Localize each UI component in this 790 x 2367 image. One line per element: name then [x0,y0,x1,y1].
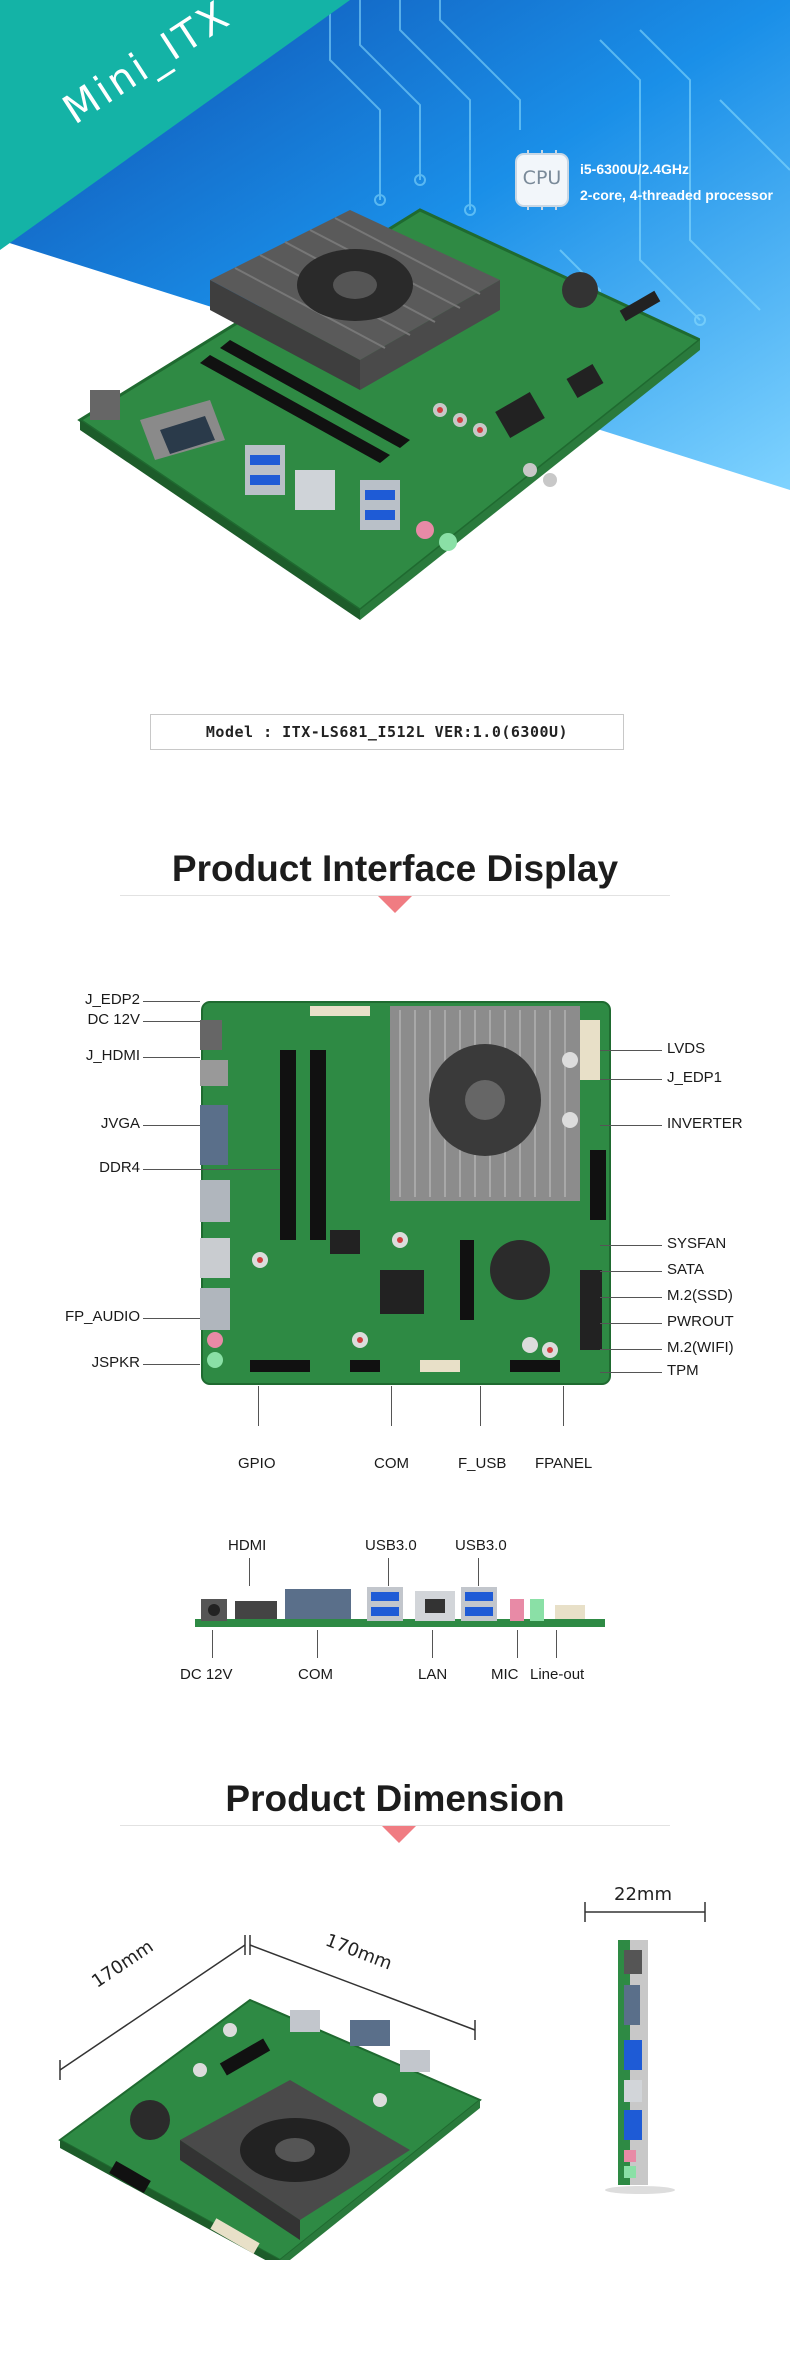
label-com: COM [374,1455,409,1472]
dim-thickness-label: 22mm [614,1884,672,1905]
io-panel-image [195,1587,605,1627]
leader-line [143,1364,200,1365]
cpu-chip-icon [515,150,569,210]
label-usb3-b: USB3.0 [455,1537,507,1554]
leader-line [317,1630,318,1658]
label-io-lan: LAN [418,1666,448,1683]
model-number-box: Model : ITX-LS681_I512L VER:1.0(6300U) [150,714,624,750]
leader-line [480,1386,481,1426]
interface-section-title: Product Interface Display [171,848,619,889]
leader-line [600,1125,662,1126]
motherboard-hero-image [77,208,700,620]
label-f-usb: F_USB [458,1455,507,1472]
motherboard-top-view [200,1001,611,1385]
leader-line [600,1372,662,1373]
leader-line [143,1021,200,1022]
label-m2-ssd: M.2(SSD) [667,1287,733,1304]
leader-line [478,1558,479,1586]
leader-line [212,1630,213,1658]
title-divider [120,1825,670,1826]
label-ddr4: DDR4 [99,1159,140,1176]
title-divider [120,895,670,896]
label-pwrout: PWROUT [667,1313,734,1330]
label-dc-12v: DC 12V [87,1011,140,1028]
label-j-hdmi: J_HDMI [85,1047,140,1064]
label-sata: SATA [667,1261,704,1278]
leader-line [600,1050,662,1051]
isometric-dimension-view [58,1935,482,2260]
leader-line [143,1001,200,1002]
leader-line [600,1297,662,1298]
label-j-edp1: J_EDP1 [667,1069,723,1086]
label-fpanel: FPANEL [535,1455,593,1472]
leader-line [432,1630,433,1658]
label-io-mic: MIC [491,1666,519,1683]
title-arrow-icon [378,896,412,913]
label-m2-wifi: M.2(WIFI) [667,1339,734,1356]
cpu-spec: i5-6300U/2.4GHz 2-core, 4-threaded proce… [580,156,773,208]
leader-line [388,1558,389,1586]
dimension-section-title: Product Dimension [225,1778,565,1819]
leader-line [258,1386,259,1426]
label-lvds: LVDS [667,1040,706,1057]
label-io-line-out: Line-out [530,1666,585,1683]
leader-line [143,1169,280,1170]
label-j-edp2: J_EDP2 [84,991,140,1008]
leader-line [143,1318,200,1319]
title-arrow-icon [382,1826,416,1843]
dimension-diagram: 170mm 170mm 22mm [0,1860,790,2360]
leader-line [143,1057,200,1058]
side-dimension-view [584,1902,706,2194]
leader-line [249,1558,250,1586]
leader-line [556,1630,557,1658]
label-jspkr: JSPKR [91,1354,140,1371]
cpu-cores: 2-core, 4-threaded processor [580,187,773,203]
interface-diagram: J_EDP2 DC 12V J_HDMI JVGA DDR4 FP_AUDIO … [0,975,790,1495]
cpu-model: i5-6300U/2.4GHz [580,161,689,177]
label-tpm: TPM [667,1362,699,1379]
label-usb3-a: USB3.0 [365,1537,417,1554]
io-panel-diagram: HDMI USB3.0 USB3.0 DC 1 [0,1525,790,1695]
leader-line [600,1245,662,1246]
leader-line [143,1125,200,1126]
leader-line [600,1079,662,1080]
leader-line [563,1386,564,1426]
leader-line [391,1386,392,1426]
cpu-badge-label: CPU [522,167,562,189]
label-hdmi: HDMI [228,1537,267,1554]
label-io-com: COM [298,1666,333,1683]
leader-line [600,1349,662,1350]
leader-line [600,1323,662,1324]
label-inverter: INVERTER [667,1115,743,1132]
hero-banner: Mini_ITX CPU i5-6300U/2.4GHz 2-core, 4-t… [0,0,790,660]
label-gpio: GPIO [238,1455,276,1472]
label-io-dc-12v: DC 12V [180,1666,233,1683]
label-sysfan: SYSFAN [667,1235,727,1252]
label-jvga: JVGA [100,1115,140,1132]
label-fp-audio: FP_AUDIO [64,1308,140,1325]
leader-line [517,1630,518,1658]
leader-line [600,1271,662,1272]
